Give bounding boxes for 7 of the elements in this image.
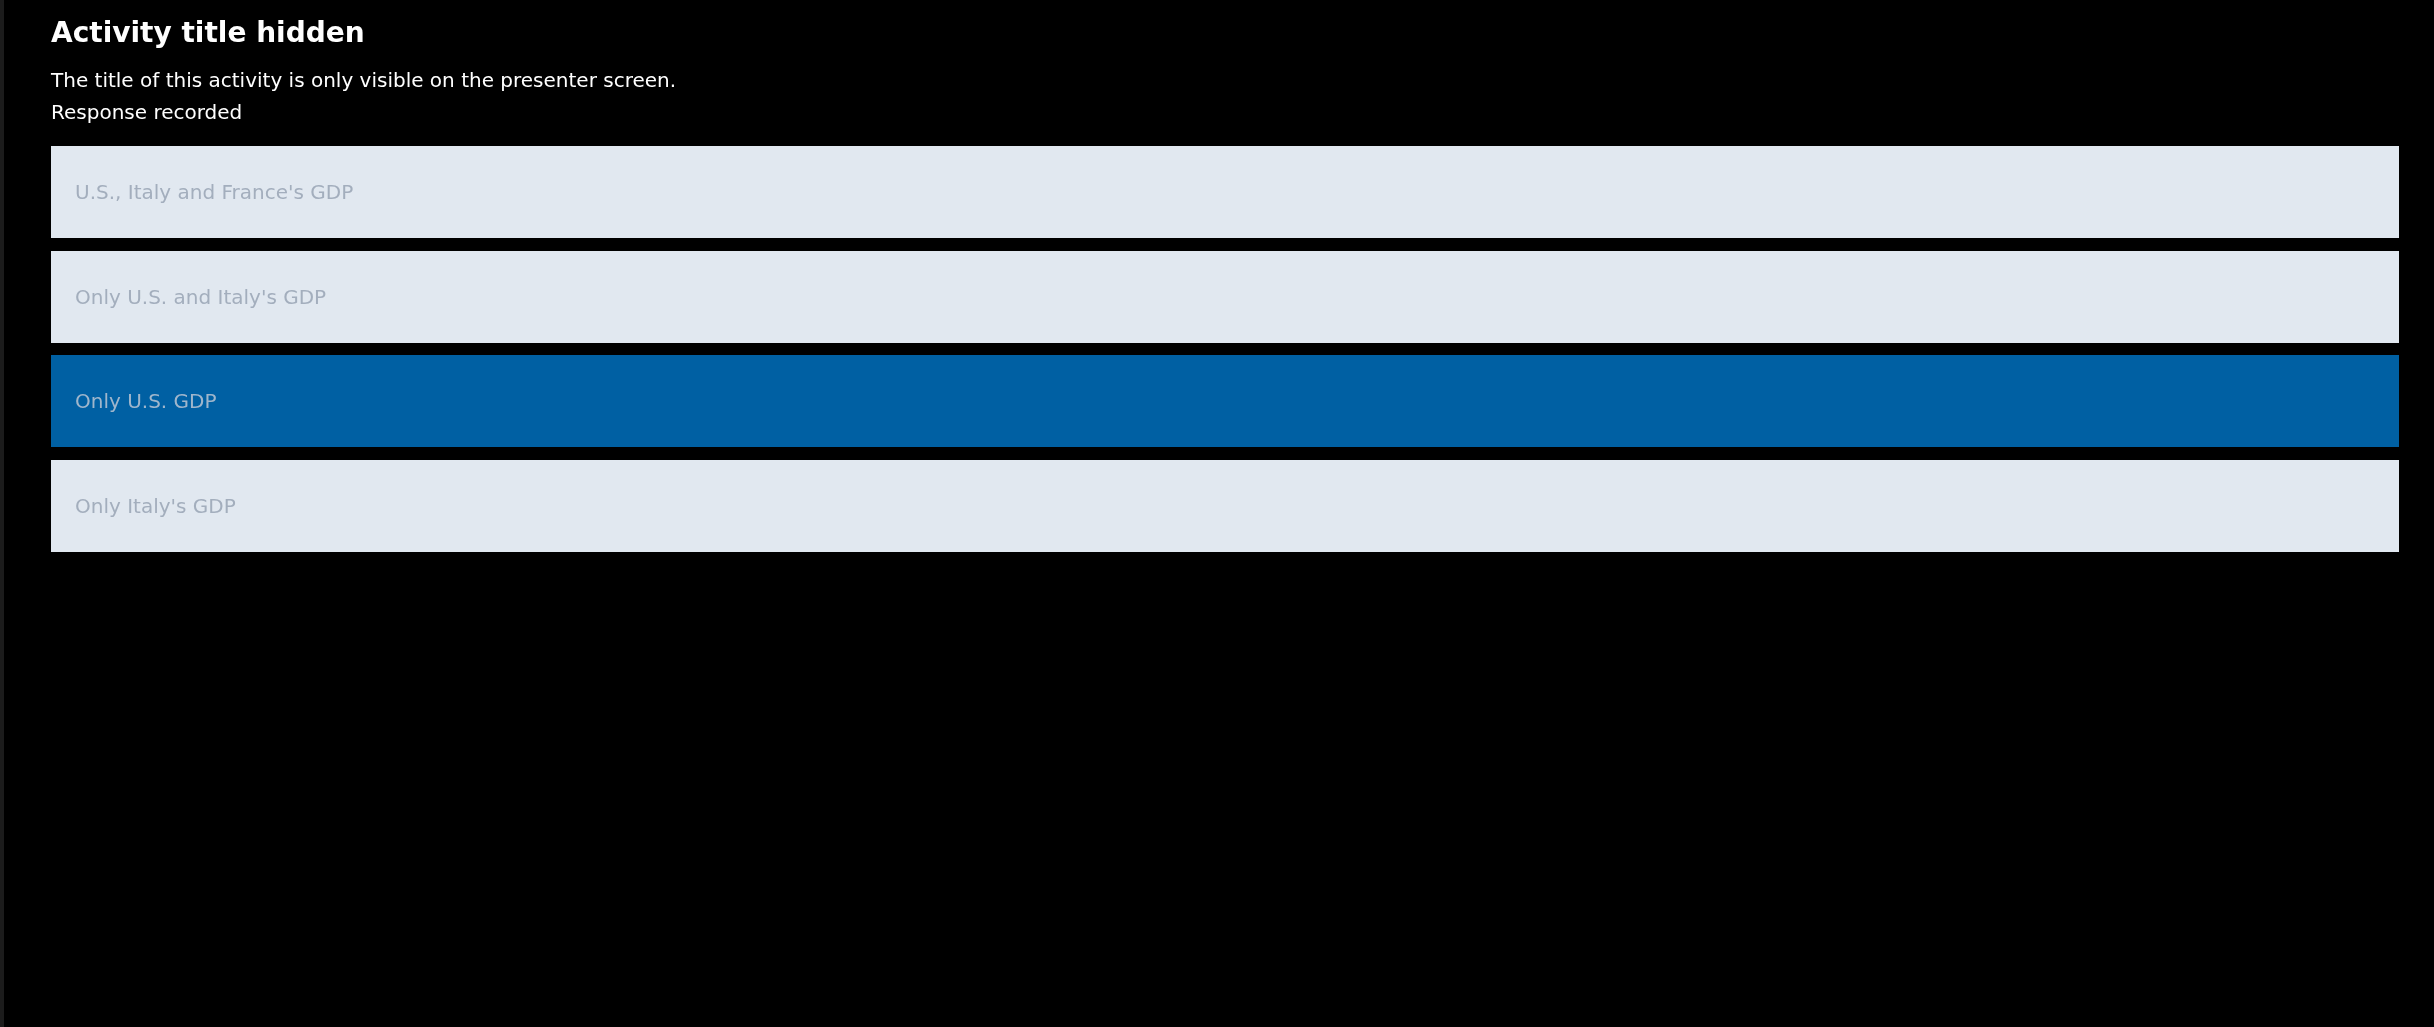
activity-title: Activity title hidden — [51, 16, 365, 49]
answer-option: Only U.S. and Italy's GDP — [51, 251, 2399, 343]
subtitle-text: The title of this activity is only visible on the presenter screen. — [51, 68, 677, 92]
status-text: Response recorded — [51, 100, 243, 124]
answer-option: Only Italy's GDP — [51, 460, 2399, 552]
answer-option: U.S., Italy and France's GDP — [51, 146, 2399, 238]
selected-answer-option: Only U.S. GDP — [51, 355, 2399, 447]
